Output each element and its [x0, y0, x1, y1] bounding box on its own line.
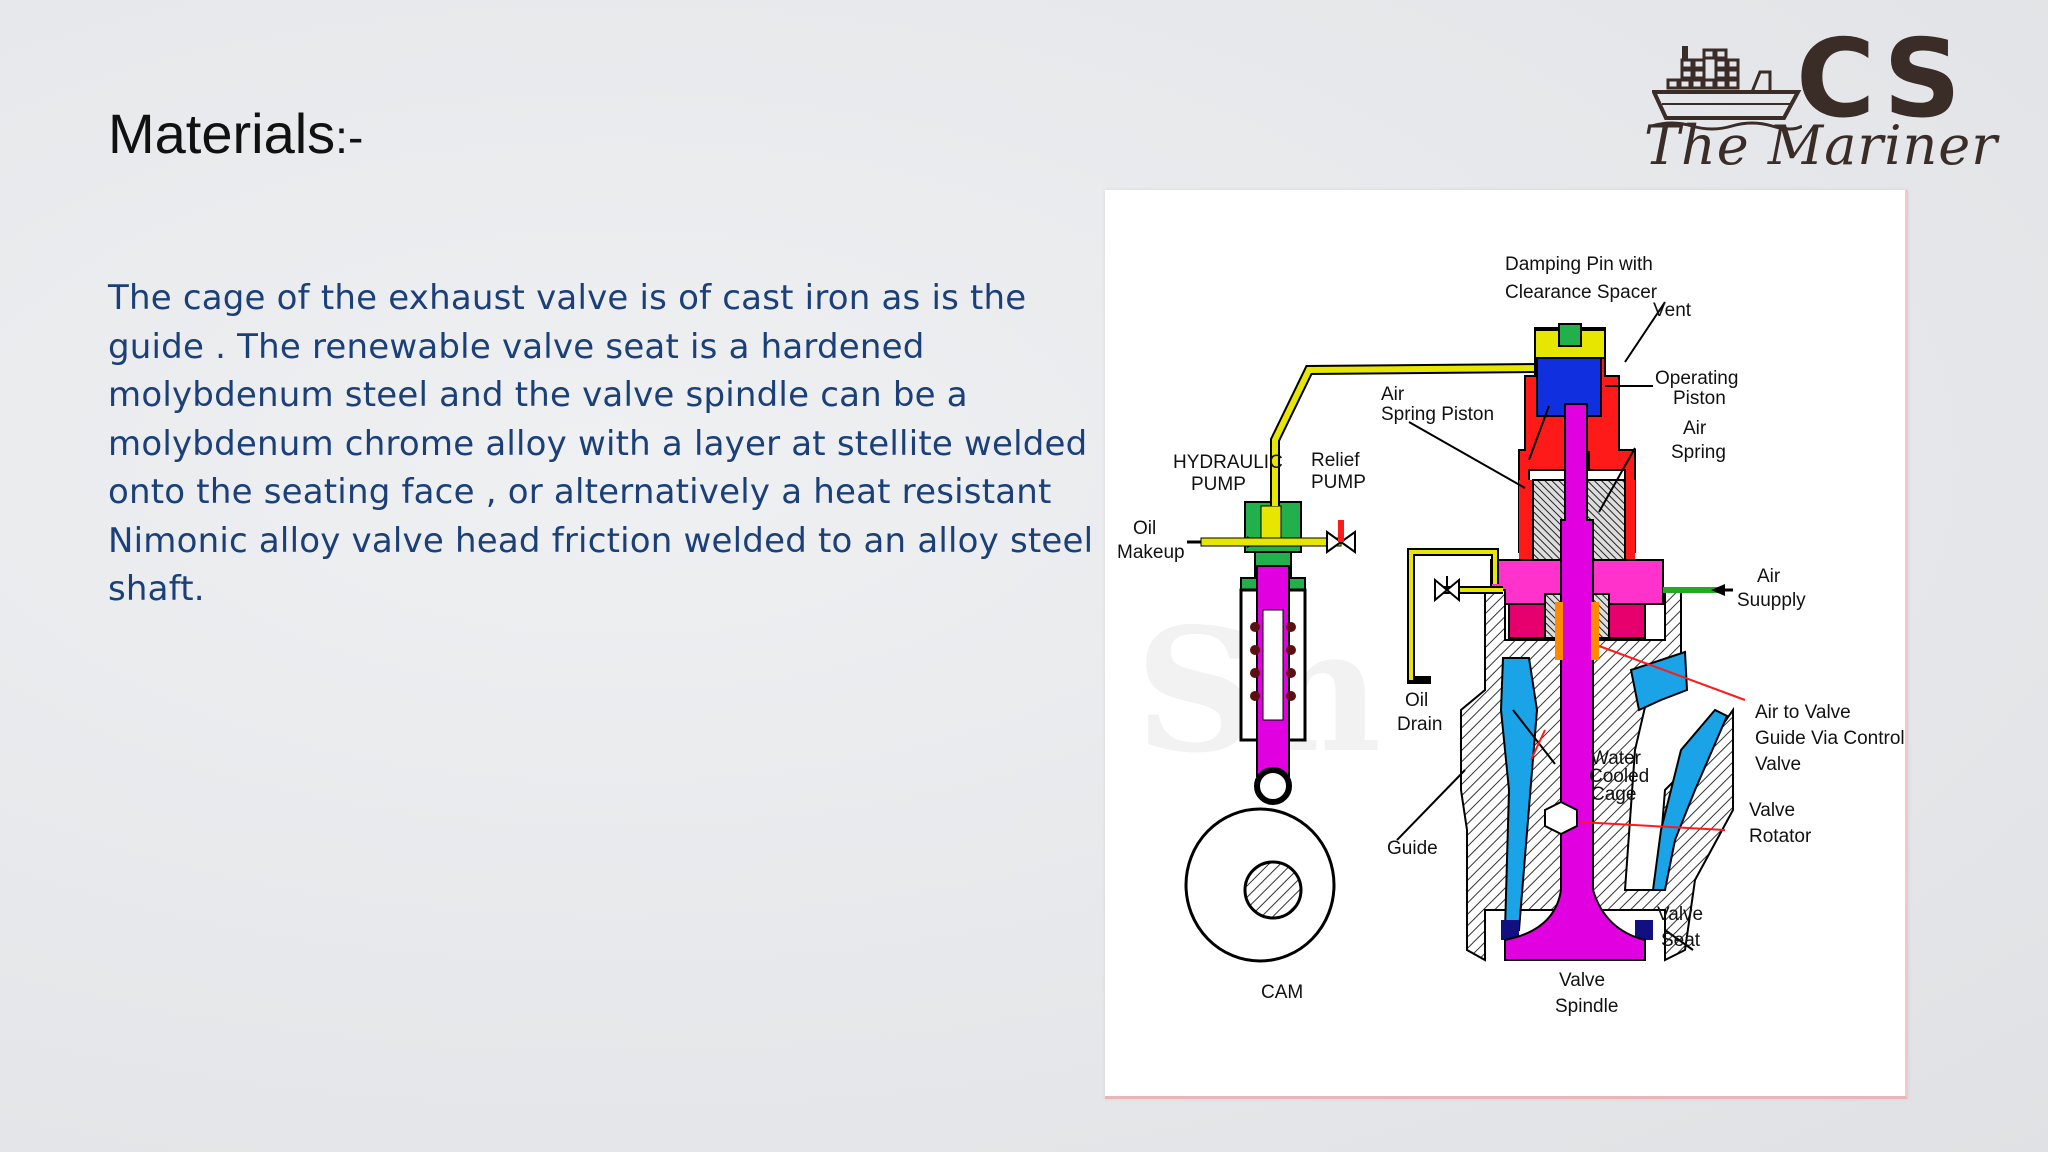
hydraulic-pump — [1239, 501, 1307, 805]
label-operating-piston-1: Operating — [1655, 368, 1738, 389]
label-valve-spindle-2: Spindle — [1555, 996, 1618, 1017]
label-water-cooled-cage-3: Cage — [1591, 784, 1636, 805]
slide-title: Materials:- — [108, 100, 363, 167]
label-relief-pump-2: PUMP — [1311, 472, 1366, 493]
slide-title-suffix: :- — [335, 111, 364, 163]
exhaust-valve-diagram: Sh — [1105, 190, 1908, 1099]
label-air-supply-1: Air — [1757, 566, 1781, 587]
label-damping-pin-2: Clearance Spacer — [1505, 282, 1658, 303]
label-water-cooled-cage-1: Water — [1591, 748, 1642, 769]
slide-title-text: Materials — [108, 102, 336, 165]
label-valve-spindle-1: Valve — [1559, 970, 1605, 991]
label-operating-piston-2: Piston — [1673, 388, 1726, 409]
label-air-to-valve-1: Air to Valve — [1755, 702, 1851, 723]
label-vent: Vent — [1653, 300, 1692, 321]
label-relief-pump-1: Relief — [1311, 450, 1360, 471]
label-valve-rotator-1: Valve — [1749, 800, 1795, 821]
label-air-spring-1: Air — [1683, 418, 1707, 439]
logo-subtitle: The Mariner — [1644, 114, 1999, 177]
label-air-spring-piston-2: Spring Piston — [1381, 404, 1494, 425]
label-cam: CAM — [1261, 982, 1303, 1003]
brand-logo: CS The Mariner — [1640, 26, 2000, 186]
label-valve-seat-1: Valve — [1657, 904, 1703, 925]
label-air-spring-2: Spring — [1671, 442, 1726, 463]
label-air-to-valve-2: Guide Via Control — [1755, 728, 1905, 749]
logo-letters: CS — [1796, 17, 1968, 142]
label-air-spring-piston-1: Air — [1381, 384, 1405, 405]
label-air-supply-2: Suupply — [1737, 590, 1806, 611]
label-water-cooled-cage-2: Cooled — [1589, 766, 1649, 787]
slide-body-text: The cage of the exhaust valve is of cast… — [108, 278, 1094, 609]
label-damping-pin-1: Damping Pin with — [1505, 254, 1653, 275]
cargo-ship-icon — [1652, 46, 1802, 131]
label-hydraulic-pump-2: PUMP — [1191, 474, 1246, 495]
cam — [1184, 807, 1336, 963]
label-oil-drain-2: Drain — [1397, 714, 1442, 735]
label-oil-makeup-2: Makeup — [1117, 542, 1185, 563]
diagram-svg: Sh — [1117, 254, 1905, 1017]
label-hydraulic-pump-1: HYDRAULIC — [1173, 452, 1283, 473]
label-valve-rotator-2: Rotator — [1749, 826, 1812, 847]
label-air-to-valve-3: Valve — [1755, 754, 1801, 775]
label-oil-makeup-1: Oil — [1133, 518, 1156, 539]
label-oil-drain-1: Oil — [1405, 690, 1428, 711]
label-guide: Guide — [1387, 838, 1438, 859]
label-valve-seat-2: Seat — [1661, 930, 1701, 951]
